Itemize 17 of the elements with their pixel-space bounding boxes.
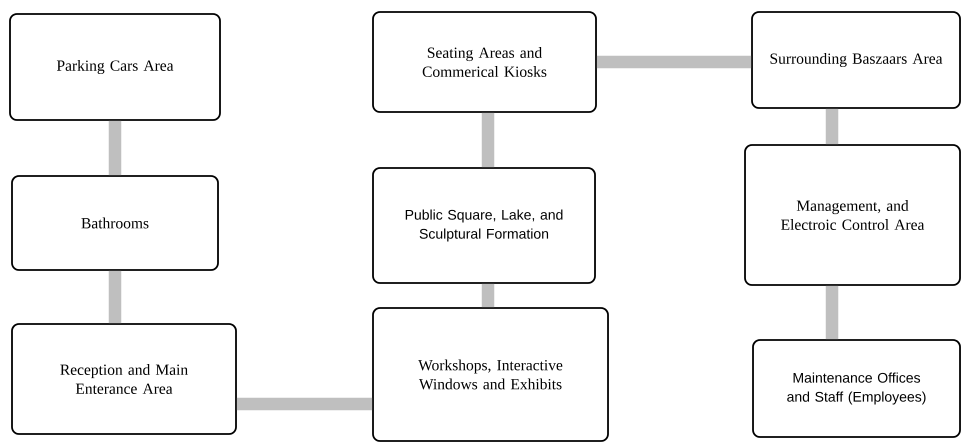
connector-bar (596, 56, 752, 68)
connector-bar (108, 120, 122, 176)
area-box: Parking Cars Area (9, 13, 221, 121)
area-box: Management, and Electroic Control Area (744, 144, 961, 286)
area-box: Maintenance Offices and Staff (Employees) (752, 339, 961, 438)
area-box: Bathrooms (11, 175, 219, 271)
connector-bar (826, 108, 838, 144)
connector-bar (236, 398, 372, 410)
area-box: Reception and Main Enterance Area (11, 323, 237, 435)
area-box: Seating Areas and Commerical Kiosks (372, 11, 597, 113)
connector-bar (108, 270, 122, 324)
connector-bar (482, 284, 494, 308)
connector-bar (482, 112, 494, 168)
connector-bar (826, 286, 838, 340)
area-box: Surrounding Baszaars Area (751, 11, 961, 109)
area-box: Public Square, Lake, and Sculptural Formation (372, 167, 596, 284)
area-box: Workshops, Interactive Windows and Exhibits (372, 307, 609, 442)
